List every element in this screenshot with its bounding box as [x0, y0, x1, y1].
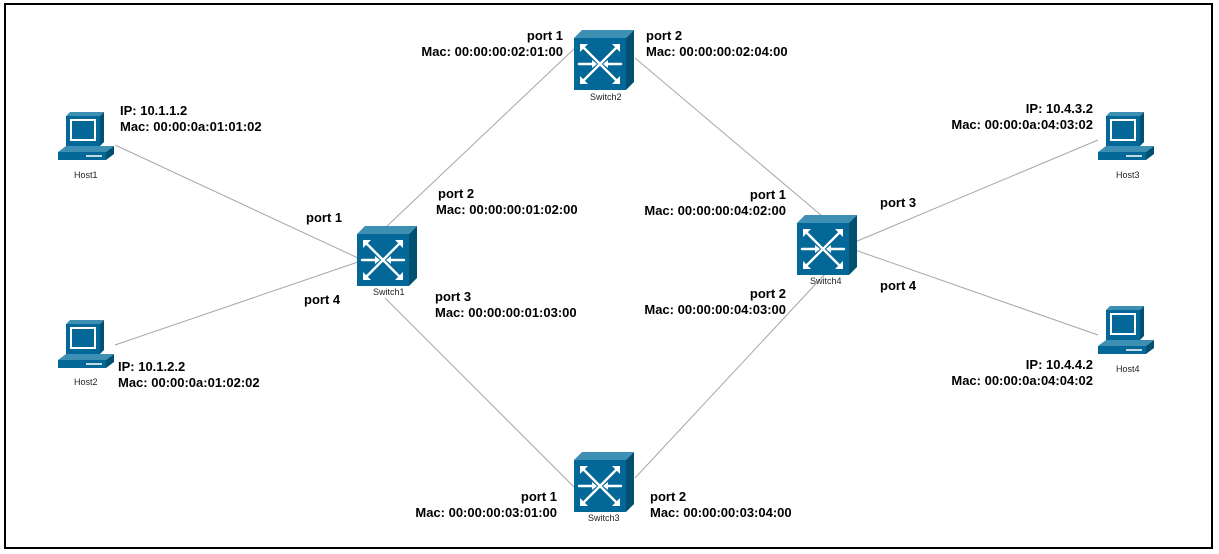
switch3-port2-mac: Mac: 00:00:00:03:04:00 — [650, 505, 792, 520]
switch2-port2-mac: Mac: 00:00:00:02:04:00 — [646, 44, 788, 59]
link-switch2-switch4 — [634, 57, 823, 217]
switch3-port1-name: port 1 — [520, 489, 557, 504]
switch3-port1-mac: Mac: 00:00:00:03:01:00 — [415, 505, 557, 520]
switch1-port2-name: port 2 — [438, 186, 475, 201]
link-switch1-switch2 — [384, 47, 576, 229]
host2-mac: Mac: 00:00:0a:01:02:02 — [118, 375, 260, 390]
host3-address-label: IP: 10.4.3.2 Mac: 00:00:0a:04:03:02 — [951, 101, 1093, 133]
switch4-port3-label: port 3 — [880, 195, 917, 210]
switch4-port1-mac: Mac: 00:00:00:04:02:00 — [644, 203, 786, 218]
switch3-icon — [574, 452, 634, 512]
switch2-port2-name: port 2 — [646, 28, 683, 43]
switch4-port4-label: port 4 — [880, 278, 917, 293]
link-switch3-switch4 — [634, 273, 826, 479]
switch4-port1-name: port 1 — [749, 187, 786, 202]
switch3-port1-label: port 1 Mac: 00:00:00:03:01:00 — [415, 489, 557, 521]
host4-computer-icon — [1098, 306, 1154, 354]
host1-computer-icon — [58, 112, 114, 160]
switch2-port2-label: port 2 Mac: 00:00:00:02:04:00 — [646, 28, 788, 60]
switch4-port2-mac: Mac: 00:00:00:04:03:00 — [644, 302, 786, 317]
switch1-port4-label: port 4 — [304, 292, 341, 307]
switch4-port1-label: port 1 Mac: 00:00:00:04:02:00 — [644, 187, 786, 219]
host4-address-label: IP: 10.4.4.2 Mac: 00:00:0a:04:04:02 — [951, 357, 1093, 389]
switch1-port3-name: port 3 — [435, 289, 472, 304]
switch4-icon — [797, 215, 857, 275]
switch3-name: Switch3 — [588, 513, 620, 523]
switch1-icon — [357, 226, 417, 286]
host3-ip: IP: 10.4.3.2 — [1025, 101, 1093, 116]
link-switch4-host3 — [854, 139, 1099, 243]
host4-ip: IP: 10.4.4.2 — [1025, 357, 1093, 372]
switch4-port2-label: port 2 Mac: 00:00:00:04:03:00 — [644, 286, 786, 318]
switch1-port1-label: port 1 — [306, 210, 343, 225]
host3-computer-icon — [1098, 112, 1154, 160]
switch3-port2-label: port 2 Mac: 00:00:00:03:04:00 — [650, 489, 792, 521]
switch2-icon — [574, 30, 634, 90]
switch2-port1-label: port 1 Mac: 00:00:00:02:01:00 — [421, 28, 563, 60]
host2-address-label: IP: 10.1.2.2 Mac: 00:00:0a:01:02:02 — [118, 359, 260, 391]
link-switch1-switch3 — [384, 297, 576, 489]
host1-ip: IP: 10.1.1.2 — [120, 103, 188, 118]
switch2-port1-mac: Mac: 00:00:00:02:01:00 — [421, 44, 563, 59]
host4-name: Host4 — [1116, 364, 1140, 374]
host2-ip: IP: 10.1.2.2 — [118, 359, 186, 374]
host1-mac: Mac: 00:00:0a:01:01:02 — [120, 119, 262, 134]
switch1-port2-mac: Mac: 00:00:00:01:02:00 — [436, 202, 578, 217]
switch1-name: Switch1 — [373, 287, 405, 297]
switch2-name: Switch2 — [590, 92, 622, 102]
host1-name: Host1 — [74, 170, 98, 180]
switch1-port2-label: port 2 Mac: 00:00:00:01:02:00 — [436, 186, 578, 218]
switch4-port2-name: port 2 — [749, 286, 786, 301]
host1-address-label: IP: 10.1.1.2 Mac: 00:00:0a:01:01:02 — [120, 103, 262, 135]
switch3-port2-name: port 2 — [650, 489, 687, 504]
switch2-port1-name: port 1 — [526, 28, 563, 43]
switch1-port3-mac: Mac: 00:00:00:01:03:00 — [435, 305, 577, 320]
host2-name: Host2 — [74, 377, 98, 387]
host2-computer-icon — [58, 320, 114, 368]
switch4-name: Switch4 — [810, 276, 842, 286]
host3-name: Host3 — [1116, 170, 1140, 180]
link-switch4-host4 — [854, 249, 1099, 336]
link-host1-switch1 — [114, 144, 359, 259]
host4-mac: Mac: 00:00:0a:04:04:02 — [951, 373, 1093, 388]
link-host2-switch1 — [114, 261, 359, 346]
switch1-port3-label: port 3 Mac: 00:00:00:01:03:00 — [435, 289, 577, 321]
host3-mac: Mac: 00:00:0a:04:03:02 — [951, 117, 1093, 132]
diagram-border — [4, 3, 1213, 549]
